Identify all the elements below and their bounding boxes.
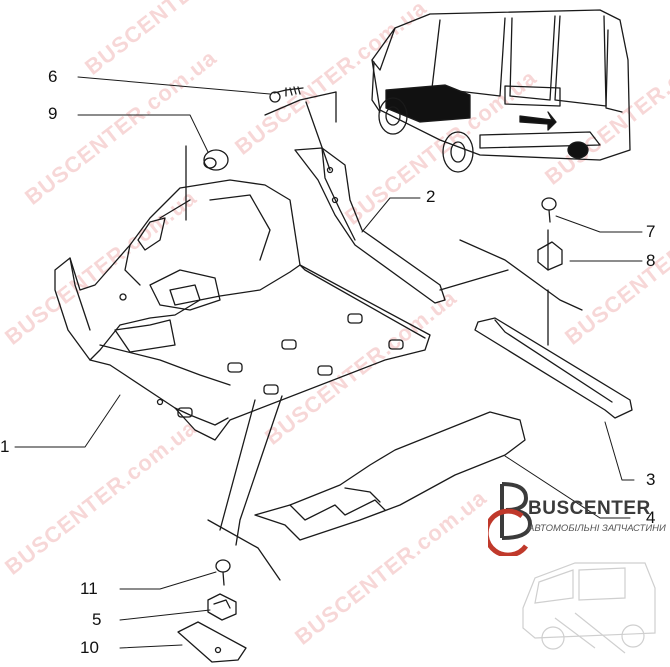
watermark-van-icon — [522, 562, 656, 654]
callout-9: 9 — [48, 104, 58, 123]
sill-trim-rear — [474, 317, 633, 419]
buscenter-logo: BUSCENTER АВТОМОБІЛЬНІ ЗАПЧАСТИНИ — [488, 476, 668, 566]
clip-part-5 — [207, 593, 237, 621]
callout-3: 3 — [646, 470, 656, 489]
brand-title: BUSCENTER — [528, 498, 651, 519]
callout-1: 1 — [0, 437, 10, 456]
sill-trim-front — [294, 147, 446, 304]
callout-7: 7 — [646, 222, 656, 241]
callout-4: 4 — [646, 508, 656, 527]
brand-subtitle: АВТОМОБІЛЬНІ ЗАПЧАСТИНИ — [528, 523, 666, 534]
leader-lines — [14, 76, 643, 649]
logo-mark-icon — [488, 482, 533, 556]
callout-11: 11 — [80, 579, 98, 598]
screw-part-11 — [215, 559, 231, 586]
cover-plate-part-10 — [177, 621, 247, 663]
callout-6: 6 — [48, 67, 58, 86]
callout-8: 8 — [646, 251, 656, 270]
load-floor-mat — [254, 411, 526, 541]
van-illustration — [371, 9, 631, 173]
floor-covering — [54, 179, 431, 441]
clip-part-8 — [537, 241, 563, 271]
screw-part-6 — [269, 86, 304, 103]
assembly-guide-lines — [159, 91, 583, 581]
callout-10: 10 — [80, 638, 99, 657]
callout-2: 2 — [426, 187, 436, 206]
callout-5: 5 — [92, 610, 102, 629]
clip-part-9 — [203, 149, 229, 171]
screw-part-7 — [541, 197, 557, 223]
